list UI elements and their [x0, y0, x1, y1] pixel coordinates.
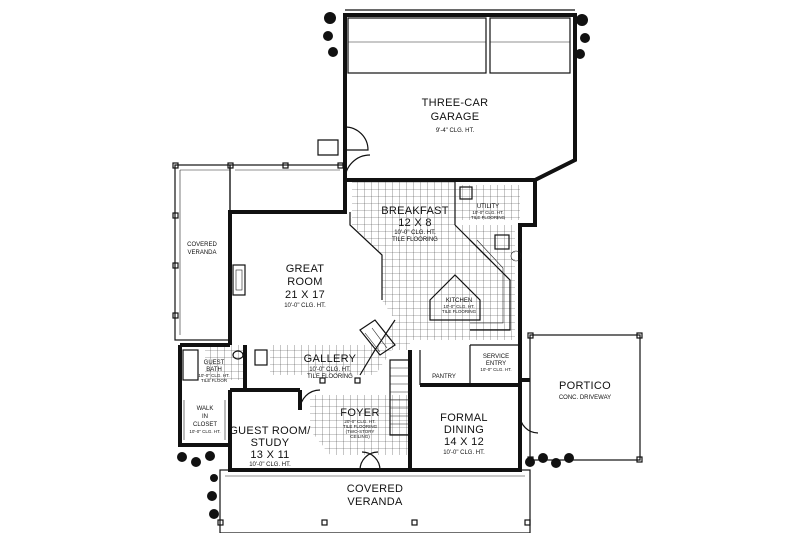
service-entry-note: 10'-0" CLG. HT. — [480, 367, 511, 372]
closet-name-3: CLOSET — [193, 422, 217, 428]
guest-bath-note-1: 10'-0" CLG. HT. — [198, 373, 229, 378]
kitchen-name: KITCHEN — [446, 298, 472, 304]
gallery-name: GALLERY — [304, 353, 357, 365]
guest-room-name-1: GUEST ROOM/ — [229, 425, 311, 437]
great-room-note: 10'-0" CLG. HT. — [284, 303, 326, 309]
garage-label: THREE-CAR GARAGE 9'-4" CLG. HT. — [422, 97, 489, 134]
great-room-dims: 21 X 17 — [285, 289, 325, 301]
utility-name: UTILITY — [477, 204, 499, 210]
great-room-label: GREAT ROOM 21 X 17 10'-0" CLG. HT. — [284, 263, 326, 309]
gallery-label: GALLERY 10'-0" CLG. HT. TILE FLOORING — [304, 353, 357, 380]
breakfast-note-1: 10'-0" CLG. HT. — [394, 230, 436, 236]
pantry-name: PANTRY — [432, 374, 456, 380]
gallery-note-2: TILE FLOORING — [307, 374, 353, 380]
portico-name: PORTICO — [559, 380, 611, 392]
closet-name-2: IN — [202, 414, 208, 420]
service-entry-label: SERVICE ENTRY 10'-0" CLG. HT. — [480, 354, 511, 372]
fixtures — [182, 154, 539, 471]
garage-name-1: THREE-CAR — [422, 97, 489, 109]
pantry-label: PANTRY — [432, 374, 456, 380]
portico — [527, 332, 643, 463]
garage-name-2: GARAGE — [431, 111, 480, 123]
foyer-note-1: 20'-0" CLG. HT. — [344, 419, 375, 424]
foyer-note-4: CEILING) — [350, 434, 370, 439]
portico-note: CONC. DRIVEWAY — [559, 395, 611, 401]
foyer-note-2: TILE FLOORING — [343, 424, 378, 429]
foyer-label: FOYER 20'-0" CLG. HT. TILE FLOORING (TWO… — [340, 407, 379, 439]
breakfast-name: BREAKFAST — [381, 205, 449, 217]
front-veranda-name-1: COVERED — [347, 483, 404, 495]
guest-room-note: 10'-0" CLG. HT. — [249, 462, 291, 468]
closet-name-1: WALK — [197, 406, 214, 412]
gallery-note-1: 10'-0" CLG. HT. — [309, 367, 351, 373]
formal-dining-note: 10'-0" CLG. HT. — [443, 450, 485, 456]
side-veranda-label: COVERED VERANDA — [187, 242, 217, 256]
service-entry-name-1: SERVICE — [483, 354, 509, 360]
front-veranda — [217, 469, 531, 533]
breakfast-dims: 12 X 8 — [398, 217, 432, 229]
closet-label: WALK IN CLOSET 10'-0" CLG. HT. — [189, 406, 220, 434]
foyer-note-3: (TWO-STORY — [346, 429, 375, 434]
formal-dining-label: FORMAL DINING 14 X 12 10'-0" CLG. HT. — [440, 412, 488, 456]
foyer-name: FOYER — [340, 407, 379, 419]
utility-note-2: TILE FLOORING — [471, 215, 506, 220]
tile-floors — [205, 180, 520, 455]
staircase — [359, 319, 411, 436]
utility-note-1: 10'-0" CLG. HT. — [472, 210, 503, 215]
kitchen-note-1: 10'-0" CLG. HT. — [443, 304, 474, 309]
formal-dining-dims: 14 X 12 — [444, 436, 484, 448]
great-room-name-2: ROOM — [287, 276, 322, 288]
closet-note: 10'-0" CLG. HT. — [189, 429, 220, 434]
formal-dining-name-2: DINING — [444, 424, 484, 436]
garage — [343, 9, 577, 182]
breakfast-note-2: TILE FLOORING — [392, 237, 438, 243]
guest-bath-label: GUEST BATH 10'-0" CLG. HT. TILE FLOOR — [198, 360, 229, 383]
portico-label: PORTICO CONC. DRIVEWAY — [559, 380, 611, 401]
great-room-name-1: GREAT — [286, 263, 325, 275]
front-veranda-name-2: VERANDA — [347, 496, 403, 508]
side-veranda — [172, 139, 346, 341]
guest-bath-name-2: BATH — [206, 367, 222, 373]
guest-bath-note-2: TILE FLOOR — [201, 378, 228, 383]
guest-room-dims: 13 X 11 — [250, 449, 289, 461]
kitchen-label: KITCHEN 10'-0" CLG. HT. TILE FLOORING — [442, 298, 477, 314]
garage-ceiling-note: 9'-4" CLG. HT. — [436, 128, 475, 134]
front-veranda-label: COVERED VERANDA — [347, 483, 404, 508]
formal-dining-name-1: FORMAL — [440, 412, 488, 424]
kitchen-note-2: TILE FLOORING — [442, 309, 477, 314]
side-veranda-name-1: COVERED — [187, 242, 217, 248]
guest-room-name-2: STUDY — [251, 437, 290, 449]
breakfast-label: BREAKFAST 12 X 8 10'-0" CLG. HT. TILE FL… — [381, 205, 449, 243]
utility-label: UTILITY 10'-0" CLG. HT. TILE FLOORING — [471, 204, 506, 220]
guest-bath-name-1: GUEST — [204, 360, 225, 366]
side-veranda-name-2: VERANDA — [187, 250, 216, 256]
service-entry-name-2: ENTRY — [486, 361, 506, 367]
guest-room-label: GUEST ROOM/ STUDY 13 X 11 10'-0" CLG. HT… — [229, 425, 311, 468]
